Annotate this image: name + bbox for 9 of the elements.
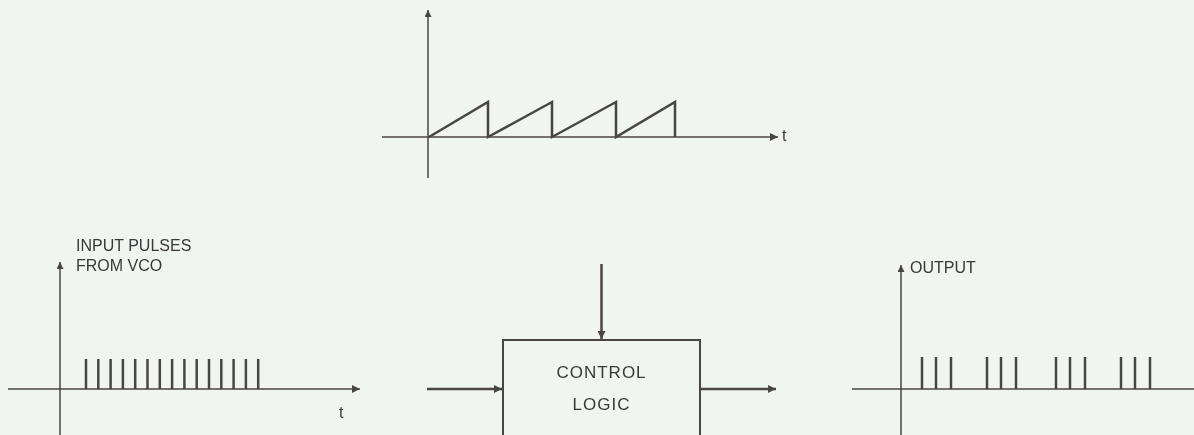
axis-label: t — [339, 403, 344, 423]
process-box — [502, 339, 701, 435]
arrow — [427, 385, 502, 393]
graph-label: INPUT PULSES FROM VCO — [76, 236, 193, 276]
box-label: CONTROL LOGIC — [555, 362, 648, 416]
arrow — [597, 264, 606, 339]
graph-label: OUTPUT — [910, 258, 976, 278]
axis-label: t — [782, 126, 787, 146]
arrow — [701, 385, 776, 393]
